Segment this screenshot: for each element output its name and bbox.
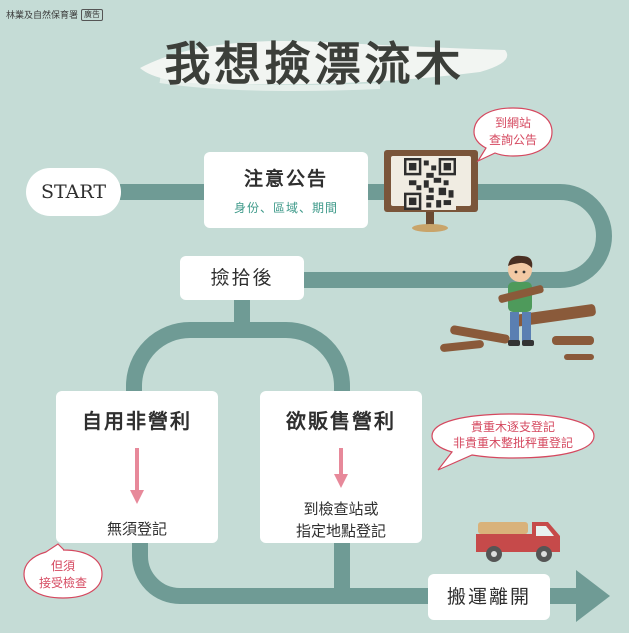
after-pickup-step: 撿拾後 [180,256,304,300]
header-label: 林業及自然保育署 廣告 [6,8,104,21]
notice-title: 注意公告 [243,168,328,190]
self-use-box: 自用非營利 無須登記 [56,391,218,543]
speech-bubble-icon [473,107,553,163]
brush-stroke [140,41,508,91]
for-sale-body-2: 指定地點登記 [295,522,386,540]
inspection-bubble: 但須 接受檢查 [20,542,106,602]
speech-bubble-icon [431,413,595,471]
truck-icon [476,522,560,562]
website-text-1: 到網站 [494,116,531,130]
registration-text-1: 貴重木逐支登記 [470,420,555,434]
registration-text-2: 非貴重木整批秤重登記 [452,436,573,450]
start-node: START [26,168,121,216]
driftwood-logs-icon [440,304,596,360]
person-carrying-wood-icon [498,255,544,346]
notice-step: 注意公告 身份、區域、期間 [204,152,368,228]
for-sale-box: 欲販售營利 到檢查站或 指定地點登記 [260,391,422,543]
for-sale-body-1: 到檢查站或 [303,500,379,518]
inspection-text-2: 接受檢查 [38,576,87,590]
for-sale-title: 欲販售營利 [286,409,396,433]
website-bubble: 到網站 查詢公告 [470,104,556,164]
arrow-down-icon [334,448,348,488]
qr-code-icon [404,158,456,210]
page-title: 我想撿漂流木 [164,37,465,91]
website-text-2: 查詢公告 [488,133,537,147]
arrow-down-icon [130,448,144,504]
leave-step: 搬運離開 [428,574,550,620]
inspection-text-1: 但須 [50,559,75,573]
ad-tag: 廣告 [81,8,104,21]
speech-bubble-icon [23,543,103,599]
notice-subtitle: 身份、區域、期間 [233,201,338,215]
exit-arrowhead [576,570,610,622]
self-use-body: 無須登記 [106,520,167,538]
agency-name: 林業及自然保育署 [6,11,79,21]
self-use-title: 自用非營利 [82,409,192,433]
registration-bubble: 貴重木逐支登記 非貴重木整批秤重登記 [428,410,598,474]
